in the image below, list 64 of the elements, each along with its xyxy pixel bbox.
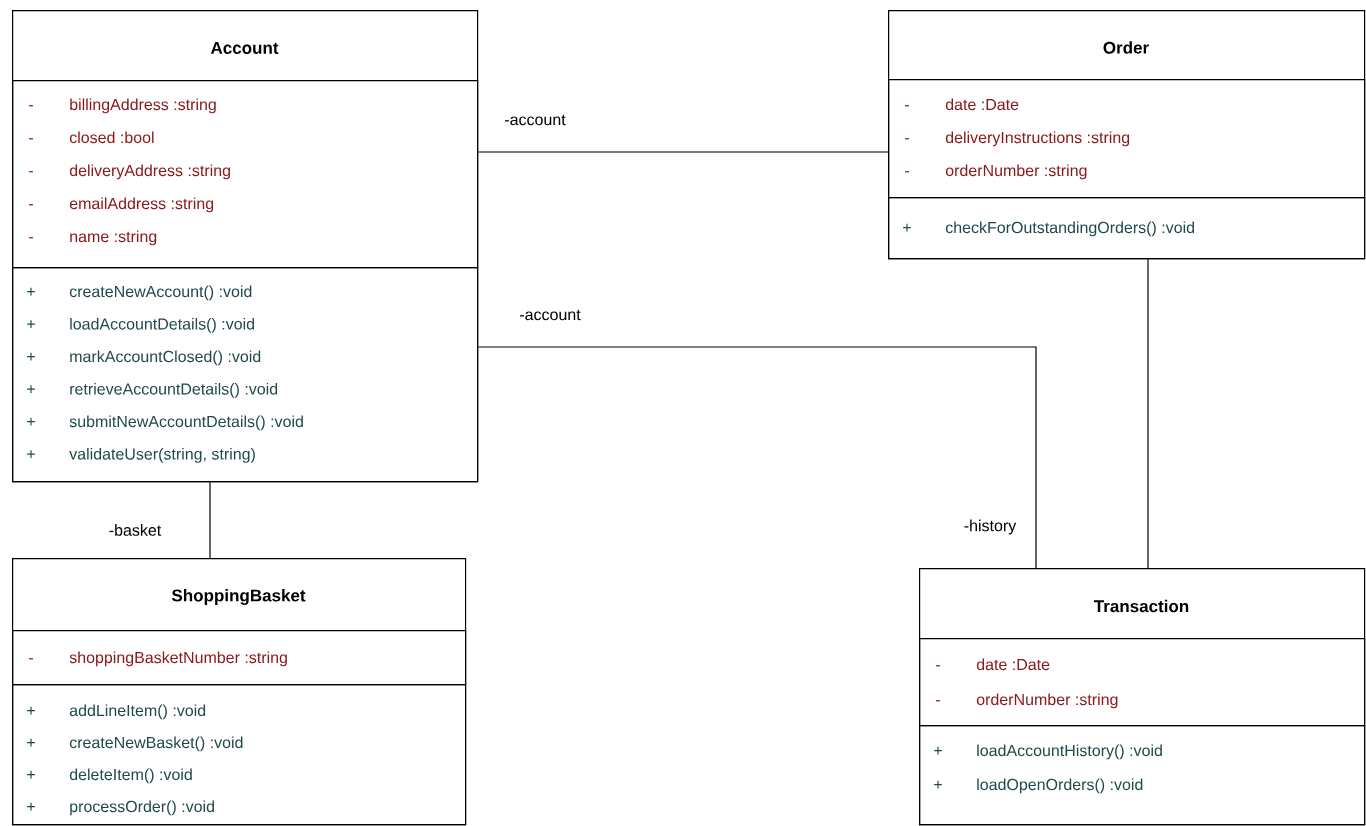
visibility-symbol: - xyxy=(905,138,909,140)
method-text: deleteItem() :void xyxy=(69,768,192,784)
attribute-text: deliveryInstructions :string xyxy=(945,131,1130,147)
attribute-text: emailAddress :string xyxy=(69,197,214,213)
visibility-symbol: + xyxy=(27,352,35,361)
role-label: -history xyxy=(962,518,1018,536)
visibility-symbol: - xyxy=(29,204,33,206)
method-text: markAccountClosed() :void xyxy=(70,350,261,366)
association-line xyxy=(477,151,889,153)
method-compartment xyxy=(12,684,467,826)
visibility-symbol: - xyxy=(905,171,909,173)
attribute-compartment xyxy=(12,80,479,269)
method-text: createNewBasket() :void xyxy=(69,736,243,752)
visibility-symbol: - xyxy=(29,105,33,107)
attribute-text: billingAddress :string xyxy=(70,98,216,114)
association-line xyxy=(1147,258,1149,569)
attribute-text: deliveryAddress :string xyxy=(69,164,230,180)
attribute-compartment xyxy=(888,79,1366,199)
visibility-symbol: + xyxy=(27,287,35,296)
visibility-symbol: + xyxy=(27,320,35,329)
method-compartment xyxy=(888,197,1366,260)
attribute-text: orderNumber :string xyxy=(976,693,1118,709)
attribute-text: closed :bool xyxy=(69,131,154,144)
method-text: loadAccountDetails() :void xyxy=(70,317,254,333)
visibility-symbol: + xyxy=(27,802,35,811)
association-line xyxy=(209,481,211,559)
visibility-symbol: + xyxy=(934,746,942,755)
role-label: -basket xyxy=(107,523,163,537)
visibility-symbol: + xyxy=(27,770,35,779)
attribute-compartment xyxy=(12,630,467,686)
attribute-text: shoppingBasketNumber :string xyxy=(69,651,287,667)
visibility-symbol: - xyxy=(905,105,909,107)
method-text: loadAccountHistory() :void xyxy=(977,744,1162,760)
attribute-text: orderNumber :string xyxy=(945,164,1087,180)
visibility-symbol: + xyxy=(27,417,35,426)
method-text: submitNewAccountDetails() :void xyxy=(69,415,303,431)
method-compartment xyxy=(12,267,479,483)
attribute-text: date :Date xyxy=(976,658,1050,671)
attribute-text: name :string xyxy=(70,230,157,246)
method-text: createNewAccount() :void xyxy=(69,285,252,301)
visibility-symbol: - xyxy=(29,658,33,660)
method-compartment xyxy=(919,725,1366,826)
visibility-symbol: - xyxy=(936,665,940,667)
method-text: processOrder() :void xyxy=(70,800,214,816)
visibility-symbol: + xyxy=(903,223,911,232)
method-text: addLineItem() :void xyxy=(69,704,206,720)
visibility-symbol: + xyxy=(27,385,35,394)
visibility-symbol: + xyxy=(27,738,35,747)
method-text: checkForOutstandingOrders() :void xyxy=(945,221,1194,237)
association-line xyxy=(477,346,1037,569)
method-text: validateUser(string, string) xyxy=(69,447,255,463)
visibility-symbol: - xyxy=(29,171,33,173)
visibility-symbol: - xyxy=(29,138,33,140)
attribute-compartment xyxy=(919,638,1366,727)
method-text: loadOpenOrders() :void xyxy=(977,778,1143,794)
role-label: -account xyxy=(503,113,567,127)
visibility-symbol: + xyxy=(27,450,35,459)
visibility-symbol: - xyxy=(29,237,33,239)
attribute-text: date :Date xyxy=(945,98,1019,111)
visibility-symbol: + xyxy=(934,780,942,789)
method-text: retrieveAccountDetails() :void xyxy=(70,382,278,398)
role-label: -account xyxy=(518,308,582,322)
visibility-symbol: - xyxy=(936,700,940,702)
visibility-symbol: + xyxy=(27,706,35,715)
